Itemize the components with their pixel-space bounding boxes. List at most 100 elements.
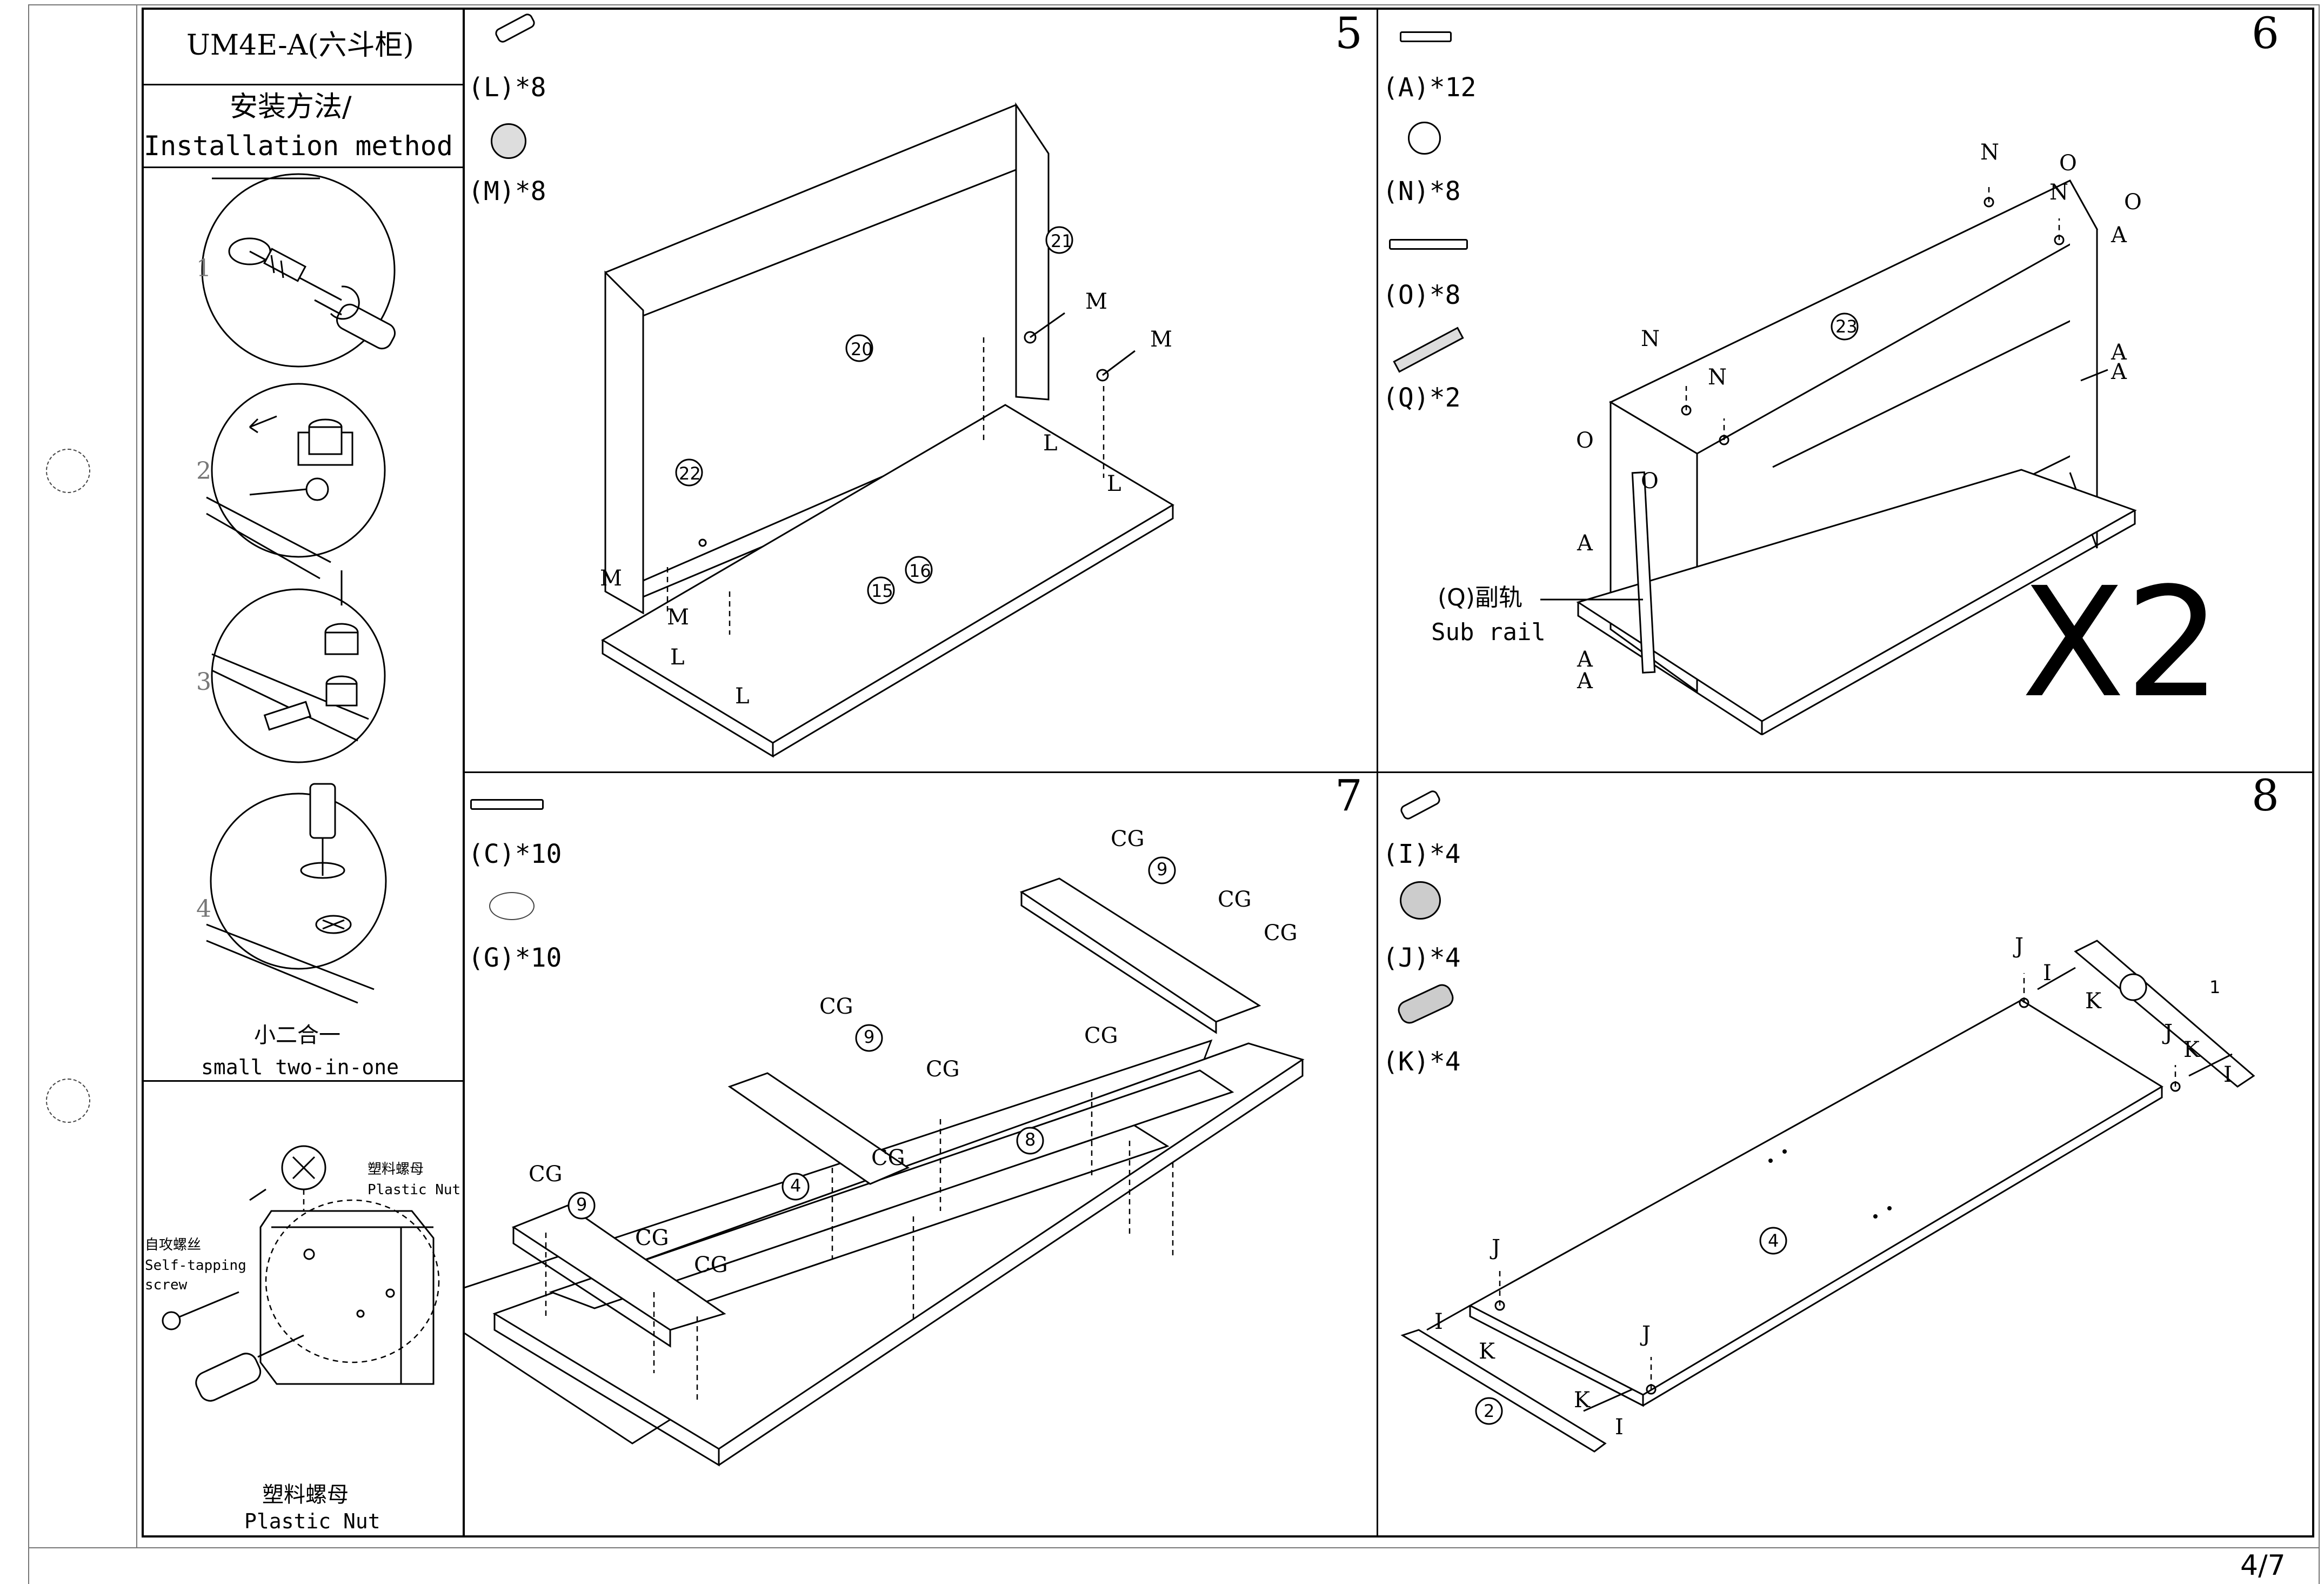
step-8-diagram xyxy=(1400,940,2255,1453)
step-5-panel-16: 16 xyxy=(909,561,931,581)
plastic-nut-caption-en: Plastic Nut xyxy=(244,1509,380,1533)
step-8-part-k: (K)*4 xyxy=(1383,1047,1461,1077)
step-6-part-q: (Q)*2 xyxy=(1383,383,1461,413)
step-7-panel-9: 9 xyxy=(1157,859,1168,880)
step-8-panel-1: 1 xyxy=(2209,977,2221,997)
step-5-label-l: L xyxy=(1107,471,1121,496)
cam-bolt-icon xyxy=(249,248,342,301)
step-7-number: 7 xyxy=(1335,770,1363,821)
step-8-part-i: (I)*4 xyxy=(1383,839,1461,869)
step-6-label-a: A xyxy=(1577,669,1593,694)
step-6-label-a: A xyxy=(2111,340,2127,365)
step-7-panel-9: 9 xyxy=(576,1194,587,1215)
step-8-label-k: K xyxy=(2085,989,2101,1014)
cam-lock-icon xyxy=(1400,881,1441,920)
step-6-label-a: A xyxy=(1577,647,1593,672)
plastic-nut-illustration xyxy=(162,1145,440,1402)
step-6-multiplier: X2 xyxy=(2021,555,2221,731)
step-5-panel-15: 15 xyxy=(871,581,893,601)
step-7-part-g: (G)*10 xyxy=(468,943,562,973)
step-7-label-cg: CG xyxy=(1084,1023,1118,1048)
binder-hole-bottom xyxy=(46,1079,90,1123)
step-8-panel-2: 2 xyxy=(1484,1401,1495,1421)
step-7-label-cg: CG xyxy=(871,1146,905,1170)
sidebar-step-2: 2 xyxy=(196,457,211,485)
self-tapping-label-en-1: Self-tapping xyxy=(145,1257,246,1274)
sidebar-step-4: 4 xyxy=(196,895,211,923)
sub-rail-label-en: Sub rail xyxy=(1431,618,1546,646)
binding-line xyxy=(136,4,137,1548)
sidebar-line-1 xyxy=(142,84,464,85)
screw-icon xyxy=(1400,31,1452,42)
page-number: 4/7 xyxy=(2240,1549,2286,1582)
step-8-label-i: I xyxy=(2223,1062,2232,1087)
step-8-label-k: K xyxy=(1574,1388,1590,1413)
step-7-label-cg: CG xyxy=(819,994,853,1019)
step-5-part-m: (M)*8 xyxy=(468,176,546,207)
step-5-label-m: M xyxy=(667,605,689,630)
plastic-nut-caption-cn: 塑料螺母 xyxy=(262,1482,349,1507)
step-7-label-cg: CG xyxy=(926,1057,960,1082)
step-6-label-n: N xyxy=(1980,140,1999,165)
step-8-label-k: K xyxy=(1479,1339,1495,1364)
cam-lock-icon xyxy=(1408,122,1441,155)
step-6-diagram xyxy=(1540,179,2137,736)
step-6-label-n: N xyxy=(1641,327,1660,351)
step-7-panel-4: 4 xyxy=(790,1175,802,1196)
step-8-number: 8 xyxy=(2252,770,2279,821)
step-6-label-o: O xyxy=(1576,428,1594,453)
step-5-panel-21: 21 xyxy=(1051,231,1073,251)
screw-icon xyxy=(1389,239,1468,250)
assembly-method-illustration xyxy=(201,173,396,1004)
screwdriver-icon xyxy=(314,299,396,350)
step-7-label-cg: CG xyxy=(1218,887,1252,912)
screw-icon xyxy=(470,799,544,810)
step-6-number: 6 xyxy=(2252,8,2279,58)
self-tapping-label-cn: 自攻螺丝 xyxy=(145,1237,202,1253)
step-8-label-i: I xyxy=(2043,961,2052,986)
method-title-en: Installation method xyxy=(144,130,453,162)
binder-hole-top xyxy=(46,449,90,493)
felt-pad-icon xyxy=(489,892,535,920)
method-title-cn: 安装方法/ xyxy=(230,91,352,123)
step-6-label-o: O xyxy=(1641,469,1659,494)
step-8-label-j: J xyxy=(1492,1235,1501,1260)
footer-line xyxy=(28,1547,2320,1548)
step-8-part-j: (J)*4 xyxy=(1383,943,1461,973)
step-6-label-n: N xyxy=(2049,180,2068,205)
step-7-panel-8: 8 xyxy=(1025,1129,1036,1150)
step-5-label-l: L xyxy=(1043,431,1058,456)
step-5-label-m: M xyxy=(1085,289,1107,314)
step-6-label-o: O xyxy=(2059,151,2077,176)
step-8-label-i: I xyxy=(1434,1309,1443,1334)
step-8-label-i: I xyxy=(1615,1415,1624,1440)
sidebar-step-1: 1 xyxy=(196,255,211,282)
sidebar-line-3 xyxy=(142,1080,464,1082)
step-7-panel-9: 9 xyxy=(864,1027,875,1047)
sidebar-line-2 xyxy=(142,167,464,168)
step-5-part-l: (L)*8 xyxy=(468,72,546,103)
screwdriver-icon xyxy=(195,1334,304,1402)
step-8-panel-4: 4 xyxy=(1768,1230,1779,1251)
small-two-in-one-en: small two-in-one xyxy=(201,1055,399,1079)
step-8-label-k: K xyxy=(2183,1037,2200,1062)
step-5-label-l: L xyxy=(735,684,750,709)
step-7-label-cg: CG xyxy=(529,1162,563,1187)
step-8-label-j: J xyxy=(2015,934,2024,959)
middle-divider xyxy=(463,771,2314,773)
step-6-label-n: N xyxy=(1708,365,1727,390)
screw-icon xyxy=(162,1291,239,1330)
step-5-label-l: L xyxy=(670,645,685,670)
step-7-part-c: (C)*10 xyxy=(468,839,562,869)
cam-lock-icon xyxy=(491,123,526,159)
self-tapping-label-en-2: screw xyxy=(145,1277,188,1293)
step-6-label-o: O xyxy=(2124,190,2142,215)
step-5-label-m: M xyxy=(1150,327,1172,352)
step-5-panel-22: 22 xyxy=(679,463,701,484)
sidebar-step-3: 3 xyxy=(196,668,211,696)
plastic-nut-label-cn: 塑料螺母 xyxy=(368,1161,424,1177)
sub-rail-label-cn: (Q)副轨 xyxy=(1438,584,1522,611)
step-7-diagram xyxy=(465,856,1305,1467)
step-6-part-o: (O)*8 xyxy=(1383,280,1461,310)
step-8-label-j: J xyxy=(1642,1322,1651,1347)
